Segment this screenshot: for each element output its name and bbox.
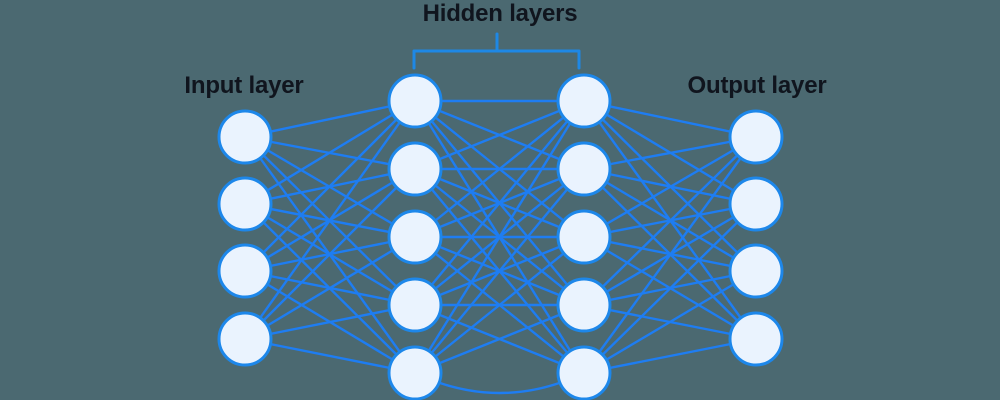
hidden-2-node-4 xyxy=(556,277,612,333)
connection-hidden-1-n5-hidden-2-n2 xyxy=(414,168,585,374)
hidden-layers-label: Hidden layers xyxy=(422,0,578,27)
connection-input-n4-hidden-1-n3 xyxy=(244,235,416,341)
connection-hidden-1-n4-hidden-2-n1 xyxy=(414,100,585,306)
hidden-2-node-2 xyxy=(556,141,612,197)
connection-input-n2-hidden-1-n1 xyxy=(244,99,416,206)
connection-hidden-2-n5-output-n1 xyxy=(583,136,757,374)
hidden-2-node-5 xyxy=(556,345,612,400)
connection-hidden-1-n5-hidden-2-n4 xyxy=(414,303,585,375)
connection-hidden-1-n5-hidden-2-n3 xyxy=(414,236,585,374)
input-node-3 xyxy=(217,243,273,299)
hidden-1-node-1 xyxy=(387,73,443,129)
connection-input-n4-hidden-1-n5 xyxy=(244,337,416,375)
output-node-3 xyxy=(728,243,784,299)
connection-hidden-1-n5-hidden-2-n1 xyxy=(413,100,586,374)
connection-hidden-2-n4-output-n1 xyxy=(583,136,757,306)
hidden-2-node-3 xyxy=(556,209,612,265)
input-node-4 xyxy=(217,311,273,367)
hidden-1-node-4 xyxy=(387,277,443,333)
hidden-2-node-1 xyxy=(556,73,612,129)
hidden-1-node-2 xyxy=(387,141,443,197)
connection-hidden-2-n5-output-n2 xyxy=(583,203,757,374)
connection-input-n4-hidden-1-n1 xyxy=(244,100,416,340)
output-node-2 xyxy=(728,176,784,232)
connection-hidden-2-n5-output-n3 xyxy=(583,269,757,375)
output-layer-label: Output layer xyxy=(687,72,827,99)
connection-input-n4-hidden-1-n4 xyxy=(244,303,416,341)
connection-hidden-2-n1-output-n1 xyxy=(583,99,757,139)
output-node-4 xyxy=(728,311,784,367)
connection-input-n4-hidden-1-n2 xyxy=(244,168,416,340)
connection-hidden-1-n3-hidden-2-n1 xyxy=(414,100,585,238)
connection-hidden-2-n2-output-n1 xyxy=(583,135,757,171)
hidden-layers-bracket xyxy=(412,32,581,70)
input-node-1 xyxy=(217,109,273,165)
hidden-1-node-3 xyxy=(387,209,443,265)
connection-hidden-2-n5-output-n4 xyxy=(583,337,757,375)
connection-hidden-2-n3-output-n1 xyxy=(583,135,757,239)
hidden-1-node-5 xyxy=(387,345,443,400)
connection-hidden-1-n2-hidden-2-n1 xyxy=(414,99,585,171)
input-node-2 xyxy=(217,176,273,232)
connection-input-n3-hidden-1-n1 xyxy=(244,100,416,272)
connection-input-n1-hidden-1-n1 xyxy=(244,99,416,139)
output-node-1 xyxy=(728,109,784,165)
input-layer-label: Input layer xyxy=(184,72,304,99)
